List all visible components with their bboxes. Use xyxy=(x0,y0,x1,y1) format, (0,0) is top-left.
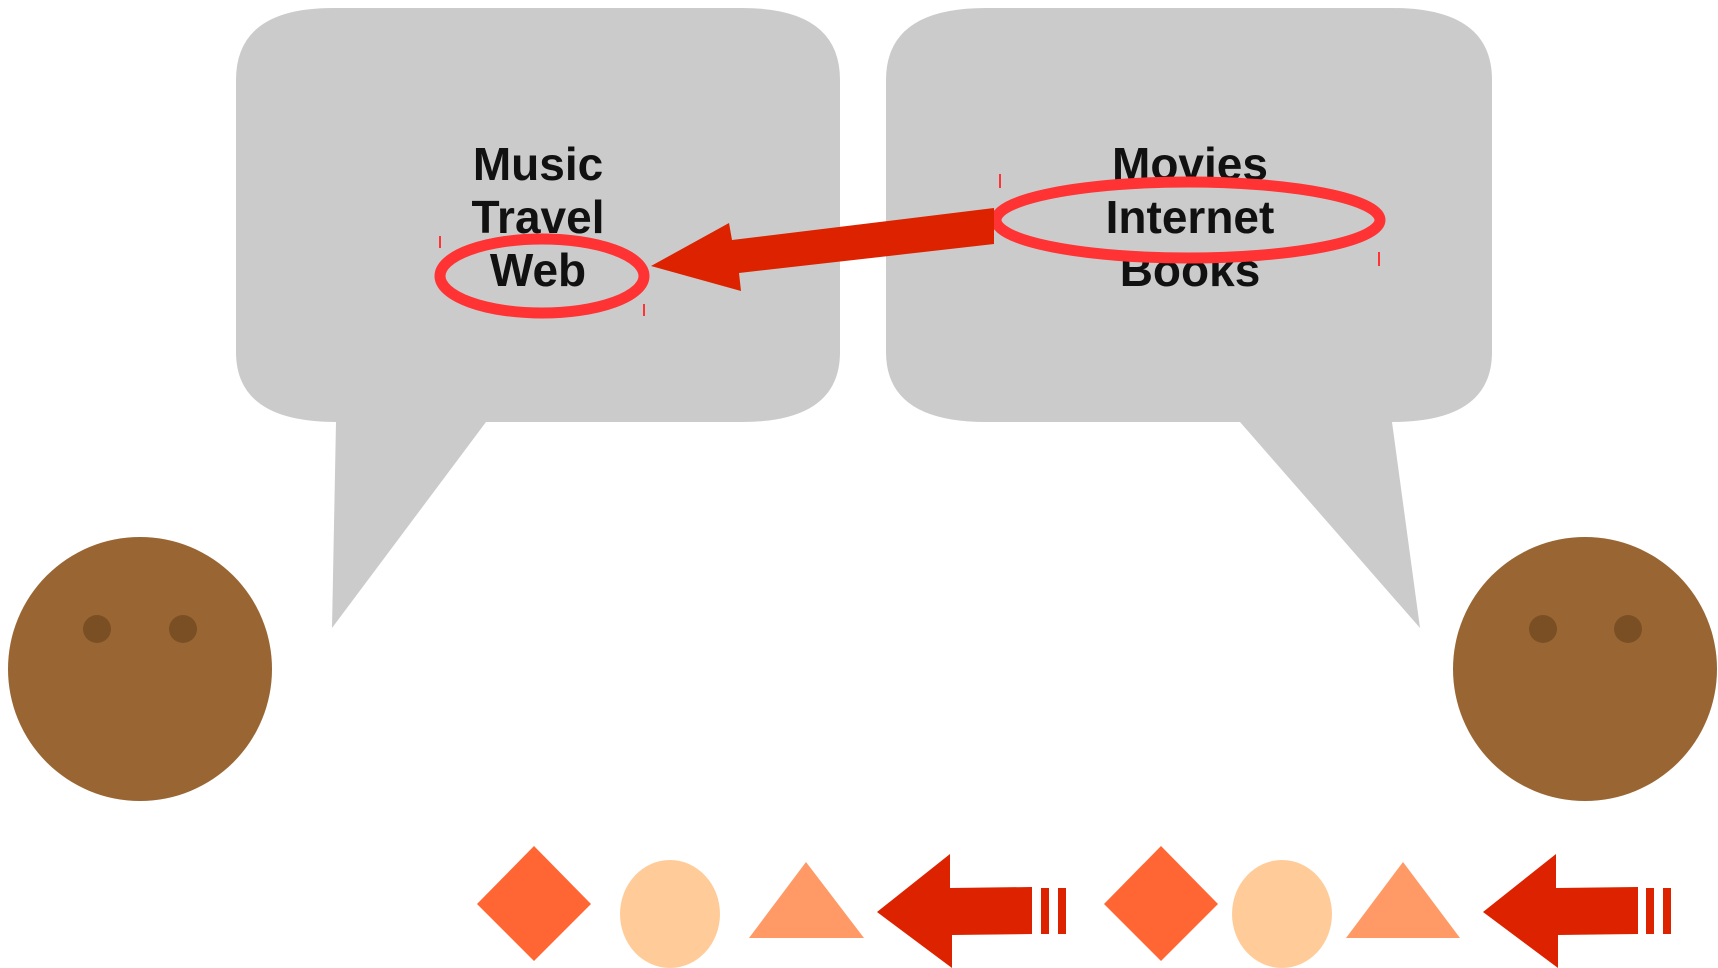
right-person xyxy=(1453,537,1717,801)
internet-highlight-ring xyxy=(990,176,1386,264)
left-eye xyxy=(169,615,197,643)
right-eye xyxy=(1529,615,1557,643)
triangle-shape xyxy=(1346,862,1460,938)
legend-group-2 xyxy=(1104,846,1671,968)
right-face xyxy=(1453,537,1717,801)
circle-shape xyxy=(620,860,720,968)
left-person xyxy=(8,537,272,801)
transfer-arrow xyxy=(651,208,994,291)
circle-shape xyxy=(1232,860,1332,968)
right-eye xyxy=(1614,615,1642,643)
triangle-shape xyxy=(749,862,864,938)
left-face xyxy=(8,537,272,801)
left-speech-bubble: Music Travel Web xyxy=(236,8,840,628)
legend-group-1 xyxy=(477,846,1066,968)
left-eye xyxy=(83,615,111,643)
right-topic-2: Internet xyxy=(1106,191,1275,243)
left-arrow-icon xyxy=(877,854,1066,968)
web-highlight-ring xyxy=(434,233,650,319)
right-bubble-shape xyxy=(886,8,1492,628)
left-arrow-icon xyxy=(1483,854,1671,968)
diamond-shape xyxy=(1104,846,1218,961)
right-speech-bubble: Movies Internet Books xyxy=(886,8,1492,628)
left-topic-1: Music xyxy=(473,138,603,190)
left-topic-3: Web xyxy=(490,244,586,296)
diamond-shape xyxy=(477,846,591,961)
